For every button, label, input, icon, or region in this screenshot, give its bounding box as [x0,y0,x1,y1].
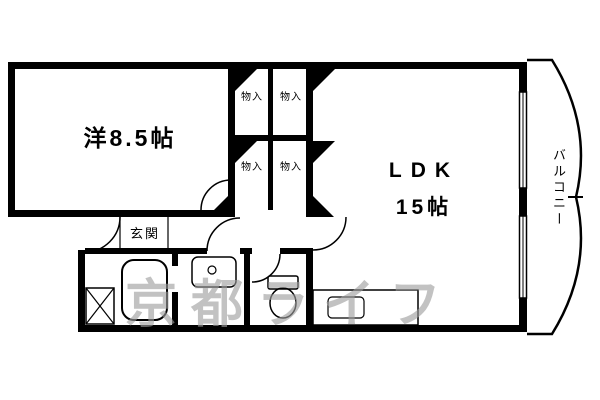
kitchen-counter-icon [312,289,419,326]
meter-box-icon [85,287,115,325]
wall-hall-bath-3 [280,248,313,254]
entrance-label: 玄関 [129,226,160,241]
wall-right-pier-bottom [519,298,527,332]
closet-label-3: 物入 [241,162,263,173]
triangle-top-left [235,69,257,91]
door-triangles [207,69,335,217]
wall-right-pier-top [519,62,527,92]
washroom-door-arc [206,217,241,252]
closet-label-1: 物入 [241,92,263,103]
wall-right-pier-mid [519,188,527,216]
wall-bath-divider-bottom [172,292,178,332]
washbasin-icon [191,256,237,288]
closet-label-4: 物入 [280,162,302,173]
toilet-icon [269,287,297,319]
entrance-step [119,217,169,248]
western-room-label: 洋8.5帖 [83,125,177,151]
triangle-mid-left [235,141,257,163]
wall-left [8,62,15,217]
wall-hall-bath-2 [240,248,252,254]
wall-lower-left [78,250,85,332]
wall-top [8,62,527,69]
wall-bath-divider-top [172,248,178,266]
watermark: 京都ライフ [125,276,456,334]
entrance-door-arc [84,216,121,253]
walls [8,62,527,332]
western-room-door-arc [200,179,232,211]
ldk-label: LDK [388,159,460,182]
triangle-mid-right [313,141,335,163]
meter-box-diagonal-2 [85,287,115,325]
wall-western-bottom [8,210,235,217]
wall-bottom [78,325,527,332]
wall-hall-bath-1 [85,248,207,254]
balcony-label: バルコニー [551,148,566,228]
toilet-tank-icon [267,275,299,290]
ldk-door-arc [312,216,347,251]
triangle-western-door [207,196,228,217]
ldk-size-label: 15帖 [395,196,453,219]
closet-label-2: 物入 [280,92,302,103]
bathtub-icon [121,259,168,321]
wall-toilet-ldk [306,248,313,332]
washbasin-faucet-icon [207,265,217,275]
triangle-top-right [313,69,335,91]
toilet-door-arc [251,253,281,283]
wall-closet-divider [268,69,273,210]
fixtures [85,256,419,326]
triangle-ldk-door [313,196,334,217]
kitchen-sink-icon [327,296,365,319]
balcony-windows [518,91,528,299]
wall-wash-toilet-divider [244,254,250,332]
